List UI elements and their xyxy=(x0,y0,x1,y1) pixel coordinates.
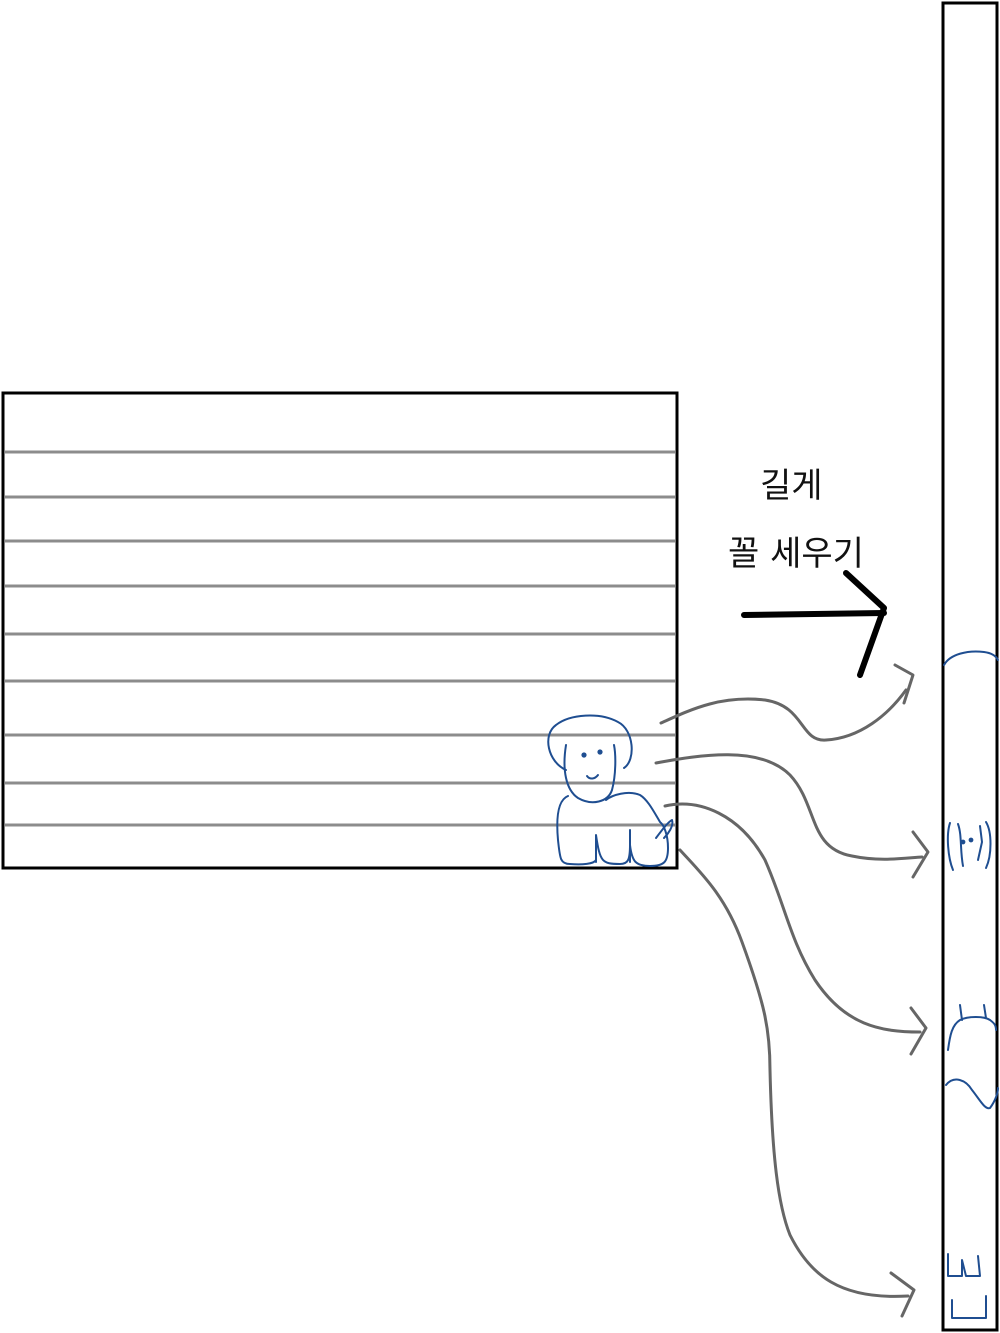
annotation-line-1: 길게 xyxy=(760,466,823,506)
annotation: 길게 꼴 세우기 xyxy=(728,466,864,574)
sheet-stripes xyxy=(5,450,675,827)
strip-dog-fragments xyxy=(943,650,999,1319)
connector-1 xyxy=(659,688,908,742)
right-arrow-icon xyxy=(741,570,887,678)
connector-2 xyxy=(654,753,924,861)
arrow-shaft xyxy=(741,610,887,618)
wide-sheet-border xyxy=(1,391,679,870)
connector-1-head xyxy=(893,663,915,705)
connector-4 xyxy=(678,848,910,1298)
fragment-legs xyxy=(947,1253,987,1319)
fragment-body-lower xyxy=(945,1078,999,1110)
connector-arrows xyxy=(654,663,930,1318)
dog-head-top xyxy=(547,714,633,771)
connector-3 xyxy=(663,802,922,1034)
tall-strip-border xyxy=(941,1,999,1332)
dog-mouth xyxy=(586,774,599,780)
dog-face xyxy=(563,744,617,804)
fragment-head-top xyxy=(943,650,999,666)
tall-strip xyxy=(941,1,999,1332)
dog-icon xyxy=(547,714,674,867)
annotation-line-2: 꼴 세우기 xyxy=(728,534,864,574)
dog-eye-left xyxy=(581,752,587,758)
connector-2-head xyxy=(911,830,930,879)
connector-4-head xyxy=(889,1271,916,1318)
dog-tail xyxy=(655,819,674,839)
connector-3-head xyxy=(909,1006,928,1056)
wide-striped-sheet xyxy=(1,391,679,870)
dog-eye-right xyxy=(597,749,603,755)
fragment-face xyxy=(946,821,992,871)
arrow-head xyxy=(843,570,887,678)
fragment-body-upper xyxy=(947,1004,997,1051)
